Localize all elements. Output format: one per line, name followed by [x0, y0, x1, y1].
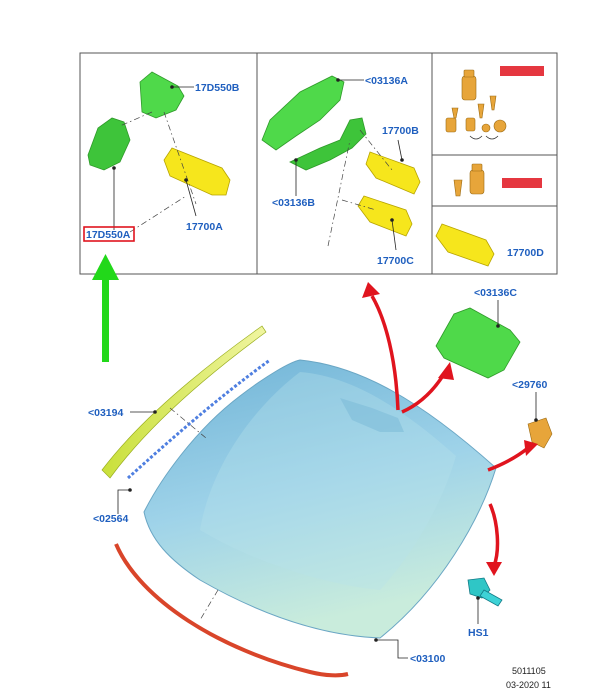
- label-17700d[interactable]: 17700D: [507, 247, 544, 259]
- kit-1[interactable]: [445, 69, 507, 140]
- label-17700a[interactable]: 17700A: [186, 221, 223, 233]
- part-17700b[interactable]: [365, 151, 421, 195]
- footer-date: 03-2020 11: [506, 680, 551, 690]
- part-17700a[interactable]: [163, 147, 231, 196]
- arrowheads: [362, 282, 538, 576]
- label-17d550a[interactable]: 17D550A: [86, 229, 131, 241]
- top-panel-frame: [79, 52, 558, 275]
- panel-2-parts: <03136A 17700B <03136B 17700C: [261, 75, 421, 267]
- label-02564[interactable]: <02564: [93, 513, 128, 525]
- label-17700c[interactable]: 17700C: [377, 255, 414, 267]
- part-03194[interactable]: [101, 325, 267, 479]
- redacted-label-1: [500, 66, 544, 76]
- windshield: [143, 359, 497, 639]
- label-03136c[interactable]: <03136C: [474, 287, 517, 299]
- label-03136b[interactable]: <03136B: [272, 197, 315, 209]
- label-29760[interactable]: <29760: [512, 379, 547, 391]
- part-29760[interactable]: [527, 417, 553, 449]
- part-17d550b[interactable]: [139, 71, 185, 119]
- part-hs1[interactable]: [467, 577, 503, 607]
- part-03136a[interactable]: [261, 75, 345, 151]
- label-03100[interactable]: <03100: [410, 653, 445, 665]
- panel-1-parts: 17D550B 17D550A 17700A: [83, 71, 240, 242]
- label-03194[interactable]: <03194: [88, 407, 123, 419]
- highlight-box-17d550a: [83, 226, 135, 242]
- part-17700c[interactable]: [357, 195, 413, 237]
- label-17700b[interactable]: 17700B: [382, 125, 419, 137]
- kit-2[interactable]: [453, 163, 485, 197]
- label-03136a[interactable]: <03136A: [365, 75, 408, 87]
- part-03100[interactable]: [114, 543, 349, 678]
- label-hs1[interactable]: HS1: [468, 627, 489, 639]
- footer-ref: 5011105: [512, 666, 546, 676]
- top-panel: [79, 52, 558, 275]
- arrow-up-icon: [92, 254, 119, 362]
- label-17d550b[interactable]: 17D550B: [195, 82, 240, 94]
- redacted-label-2: [502, 178, 542, 188]
- part-02564[interactable]: [126, 358, 271, 480]
- part-17700d[interactable]: [435, 223, 495, 267]
- part-17d550a[interactable]: [87, 117, 131, 171]
- panel-3-parts: 17700D: [435, 66, 544, 267]
- part-03136b[interactable]: [289, 117, 367, 171]
